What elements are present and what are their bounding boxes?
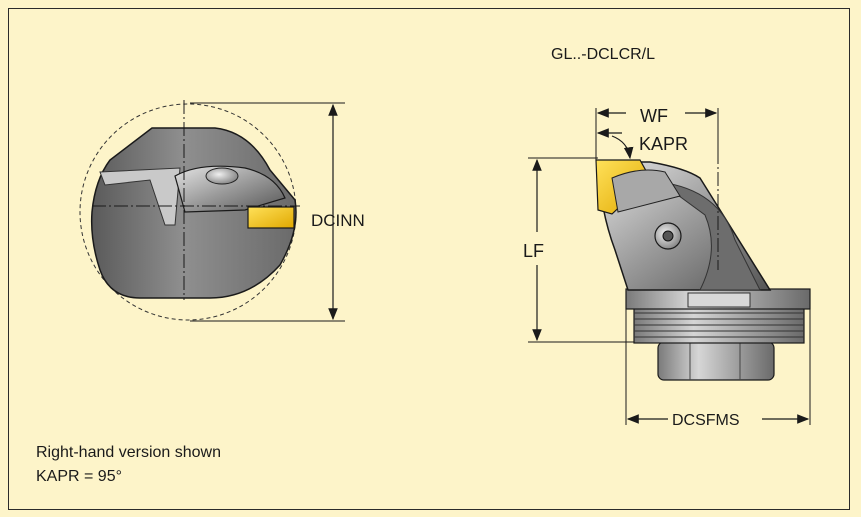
bar-flute [99, 167, 181, 226]
clamp-head [174, 165, 286, 213]
note-kapr: KAPR = 95° [36, 468, 122, 485]
thread-lines [634, 312, 804, 338]
dcinn-label: DCINN [311, 211, 365, 230]
drawing-title: GL..-DCLCR/L [551, 46, 655, 63]
insert-clamp [611, 169, 681, 213]
bore-insert [247, 206, 295, 229]
lf-label: LF [523, 241, 544, 261]
flange-key [687, 292, 751, 308]
head-shadow [659, 181, 761, 291]
torx-socket-icon [662, 230, 674, 242]
wf-label: WF [640, 106, 668, 126]
kapr-label: KAPR [639, 134, 688, 154]
cartridge-view [528, 108, 811, 425]
kapr-arc [611, 135, 634, 160]
clamp-screw [205, 167, 239, 185]
cartridge-shank [657, 341, 775, 381]
dcsfms-label: DCSFMS [672, 412, 740, 429]
note-version: Right-hand version shown [36, 444, 221, 461]
bore-view [79, 100, 345, 322]
